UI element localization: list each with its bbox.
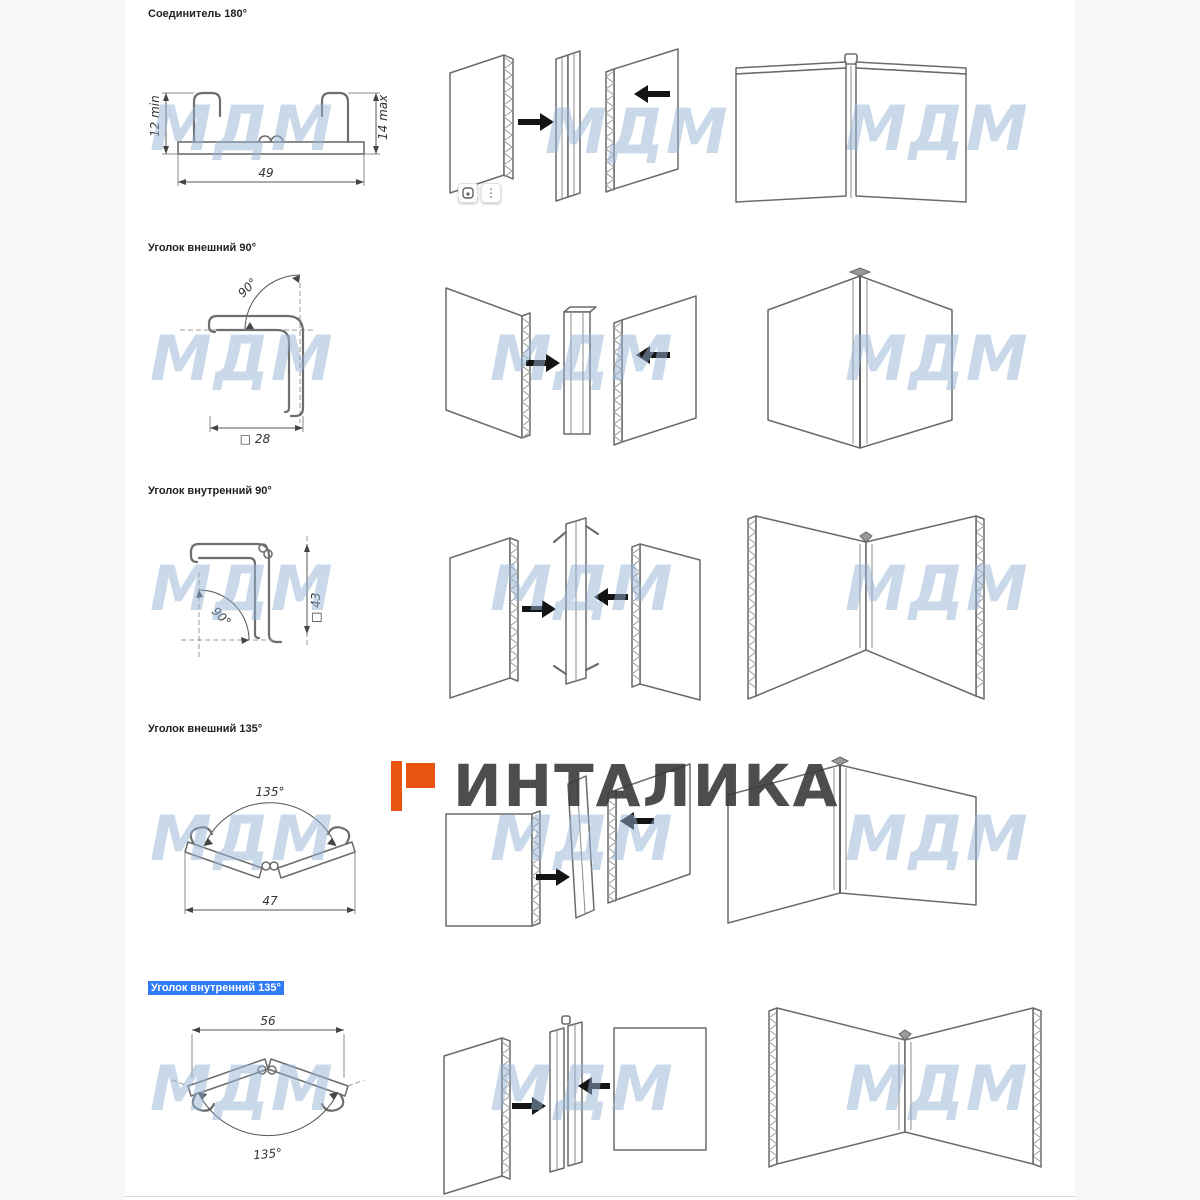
angle-label-135: 135° (253, 1146, 283, 1162)
assembled-outer-90 (767, 267, 953, 449)
lens-icon (462, 187, 474, 199)
insert-arrow-left (536, 868, 570, 886)
section-title-inner-90: Уголок внутренний 90° (148, 485, 272, 497)
section-title-outer-90: Уголок внешний 90° (148, 242, 256, 254)
profile-drawing (171, 1058, 365, 1112)
dim-label-14max: 14 max (376, 94, 390, 140)
angle-annotation: 135° (203, 785, 337, 847)
dimension-bottom: 47 (184, 852, 356, 914)
assembled-outer-135 (727, 756, 977, 924)
cross-section-outer-135: 135° 47 (184, 785, 356, 914)
insert-arrow-left (518, 113, 554, 131)
right-panel (631, 543, 701, 701)
dimension-size: □ 28 (209, 416, 304, 446)
assembled-panels (747, 515, 985, 700)
left-panel (445, 287, 531, 439)
insert-arrow-right (636, 346, 670, 364)
profile-drawing (189, 542, 283, 644)
angle-annotation: 135° (197, 1091, 339, 1162)
dimension-left: 12 min (148, 92, 194, 155)
corner-profile (549, 1015, 583, 1173)
insert-arrow-left (512, 1097, 546, 1115)
assembly-outer-135 (445, 763, 691, 927)
more-options-button[interactable]: ⋮ (481, 183, 501, 203)
cross-section-inner-135: 56 135° (171, 1014, 365, 1162)
right-margin (1075, 0, 1200, 1200)
insert-arrow-right (620, 812, 654, 830)
right-panel (607, 763, 691, 904)
assembled-panels (727, 756, 977, 924)
insert-arrow-right (634, 85, 670, 103)
dimension-right: 14 max (348, 92, 390, 155)
assembled-panels (767, 267, 953, 449)
assembled-inner-135 (768, 1007, 1042, 1168)
dimension-size: □ 43 (304, 536, 323, 648)
lens-button[interactable] (458, 183, 478, 203)
assembly-connector-180 (449, 48, 679, 202)
right-panel (605, 48, 679, 193)
cross-section-outer-90: 90° □ 28 (180, 274, 313, 446)
left-panel (449, 54, 514, 194)
section-title-outer-135: Уголок внешний 135° (148, 723, 263, 735)
assembled-connector-180 (735, 53, 967, 203)
left-margin (0, 0, 125, 1200)
corner-profile (567, 775, 595, 919)
corner-profile (552, 517, 600, 685)
size-label-43: □ 43 (309, 593, 323, 623)
page-bottom-divider (125, 1196, 1075, 1197)
section-title-inner-135: Уголок внутренний 135° (148, 981, 284, 995)
size-label-28: □ 28 (240, 432, 271, 446)
assembled-panels (768, 1007, 1042, 1168)
left-panel (445, 810, 541, 927)
corner-profile (563, 306, 597, 435)
dimension-top: 56 (191, 1014, 345, 1078)
insert-arrow-right (578, 1077, 610, 1095)
insert-arrow-left (522, 600, 556, 618)
angle-annotation: 90° (181, 572, 273, 660)
section-title-connector-180: Соединитель 180° (148, 8, 247, 20)
assembly-inner-135 (443, 1015, 707, 1195)
profile-drawing (177, 91, 365, 155)
angle-label-90: 90° (209, 604, 234, 629)
assembled-inner-90 (747, 515, 985, 700)
cross-section-connector-180: 12 min 14 max 49 (148, 91, 390, 186)
profile-drawing (207, 314, 305, 418)
assembly-inner-90 (449, 517, 701, 701)
right-panel (613, 1027, 707, 1151)
profile-180 (555, 50, 581, 202)
dimension-bottom: 49 (177, 154, 365, 186)
assembly-outer-90 (445, 287, 697, 446)
insert-arrow-left (526, 354, 560, 372)
insert-arrow-right (594, 588, 628, 606)
angle-label-135: 135° (256, 785, 285, 799)
dim-label-56: 56 (260, 1014, 276, 1028)
profile-drawing (184, 826, 356, 879)
dim-label-47: 47 (262, 894, 278, 908)
left-panel (443, 1037, 511, 1195)
right-panel (613, 295, 697, 446)
dim-label-49: 49 (258, 166, 273, 180)
dim-label-12min: 12 min (148, 95, 162, 137)
image-overlay-toolbar: ⋮ (458, 183, 501, 203)
left-panel (449, 537, 519, 699)
assembled-panels (735, 53, 967, 203)
cross-section-inner-90: □ 43 90° (181, 536, 323, 660)
